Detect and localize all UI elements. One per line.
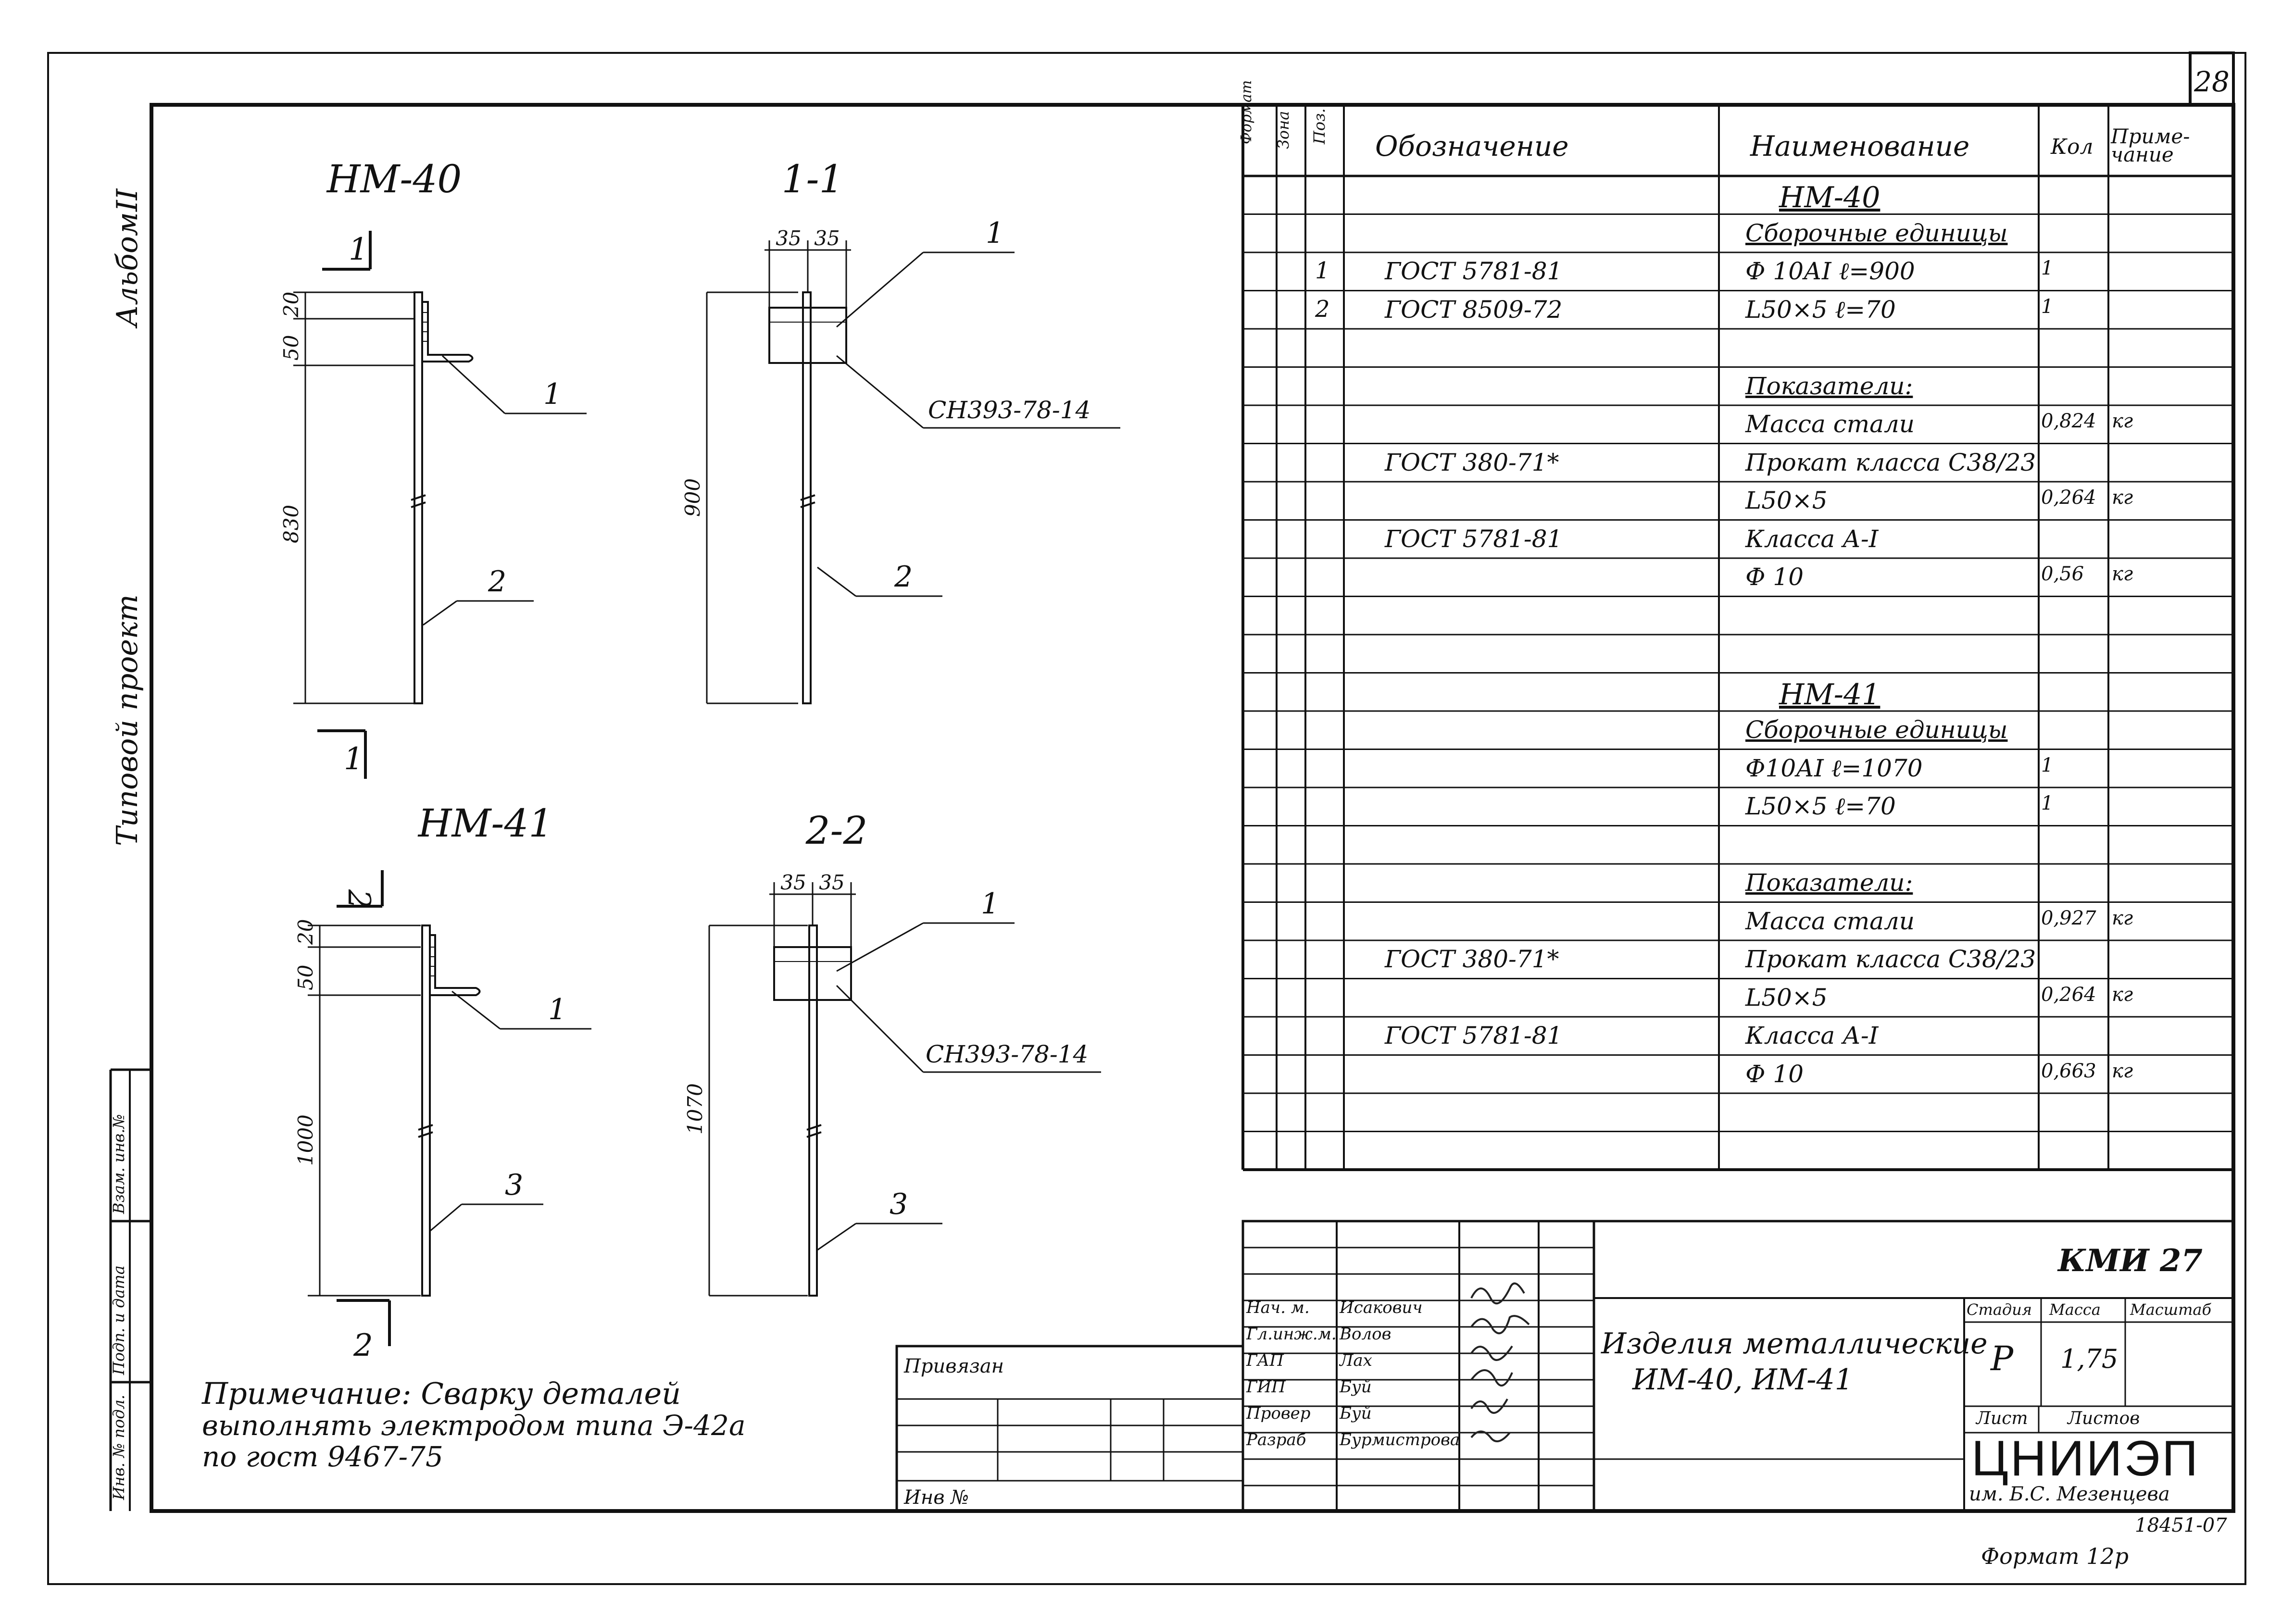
sec22-dim-35b: 35 — [819, 871, 844, 894]
nm40-dim-50: 50 — [279, 335, 303, 361]
note-line-2: выполнять электродом типа Э-42а — [202, 1409, 746, 1442]
drawing-section-1-1: 1-1 35 35 900 1 СН393-78-14 2 — [681, 157, 1120, 704]
drawing-nm41: НМ-41 2 2 20 50 1000 1 3 — [294, 801, 591, 1363]
nm41-dim-1000: 1000 — [294, 1114, 317, 1166]
sec22-title: 2-2 — [805, 808, 868, 853]
album-no: II — [111, 188, 144, 212]
nm41-title: НМ-41 — [417, 801, 553, 846]
nm41-dim-50: 50 — [294, 965, 317, 990]
sec22-callout-3: 3 — [890, 1187, 908, 1221]
sec11-weld-code: СН393-78-14 — [928, 396, 1091, 424]
album-label: Альбом — [111, 212, 144, 329]
nm41-callout-3: 3 — [505, 1168, 523, 1202]
drawing-nm40: НМ-40 1 1 20 50 830 1 2 — [279, 157, 587, 779]
outer-border — [47, 52, 2246, 1585]
sec22-dim-1070: 1070 — [683, 1083, 707, 1135]
note-block: Примечание: Сварку деталей выполнять эле… — [201, 1376, 746, 1473]
margin-cell-podp: Подп. и дата — [110, 1265, 128, 1375]
title-block: Привязан Инв № — [895, 1220, 2235, 1512]
sec22-dim-35a: 35 — [780, 871, 806, 894]
note-line-3: по гост 9467-75 — [202, 1440, 443, 1473]
nm40-section-top: 1 — [349, 232, 368, 267]
nm40-section-bottom: 1 — [344, 741, 364, 777]
sec22-callout-1: 1 — [981, 887, 999, 921]
nm40-callout-2: 2 — [488, 565, 506, 599]
margin-cell-inv: Инв. № подл. — [110, 1395, 128, 1500]
nm41-dim-20: 20 — [294, 919, 317, 945]
signature-marks — [1470, 1282, 1530, 1442]
note-line-1: Примечание: Сварку деталей — [201, 1376, 681, 1411]
sheet-number-box — [2189, 51, 2235, 106]
nm40-dim-830: 830 — [279, 505, 303, 543]
nm41-section-bottom: 2 — [353, 1328, 373, 1363]
sec22-weld-code: СН393-78-14 — [926, 1040, 1088, 1068]
sec11-dim-900: 900 — [681, 478, 704, 517]
sec11-callout-2: 2 — [894, 560, 913, 594]
privyazan-label: Привязан — [903, 1355, 1004, 1377]
project-label: Типовой проект — [111, 594, 144, 846]
side-margin: Инв. № подл. Подп. и дата Взам. инв.№ Ал… — [109, 188, 151, 1511]
spec-table — [1241, 105, 2234, 1171]
margin-cell-vzam: Взам. инв.№ — [110, 1114, 128, 1214]
nm41-callout-1: 1 — [548, 993, 566, 1026]
drawing-section-2-2: 2-2 35 35 1070 1 СН393-78-14 3 — [683, 808, 1101, 1297]
sec11-dim-35a: 35 — [776, 226, 801, 250]
nm40-title: НМ-40 — [326, 157, 462, 201]
sheet-number: 28 — [2194, 65, 2230, 98]
inv-no-label: Инв № — [903, 1487, 969, 1509]
nm41-section-top: 2 — [341, 889, 376, 909]
nm40-callout-1: 1 — [543, 377, 562, 411]
sec11-callout-1: 1 — [986, 216, 1004, 250]
nm40-dim-20: 20 — [279, 292, 303, 318]
sec11-dim-35b: 35 — [814, 226, 840, 250]
sec11-title: 1-1 — [782, 157, 844, 201]
